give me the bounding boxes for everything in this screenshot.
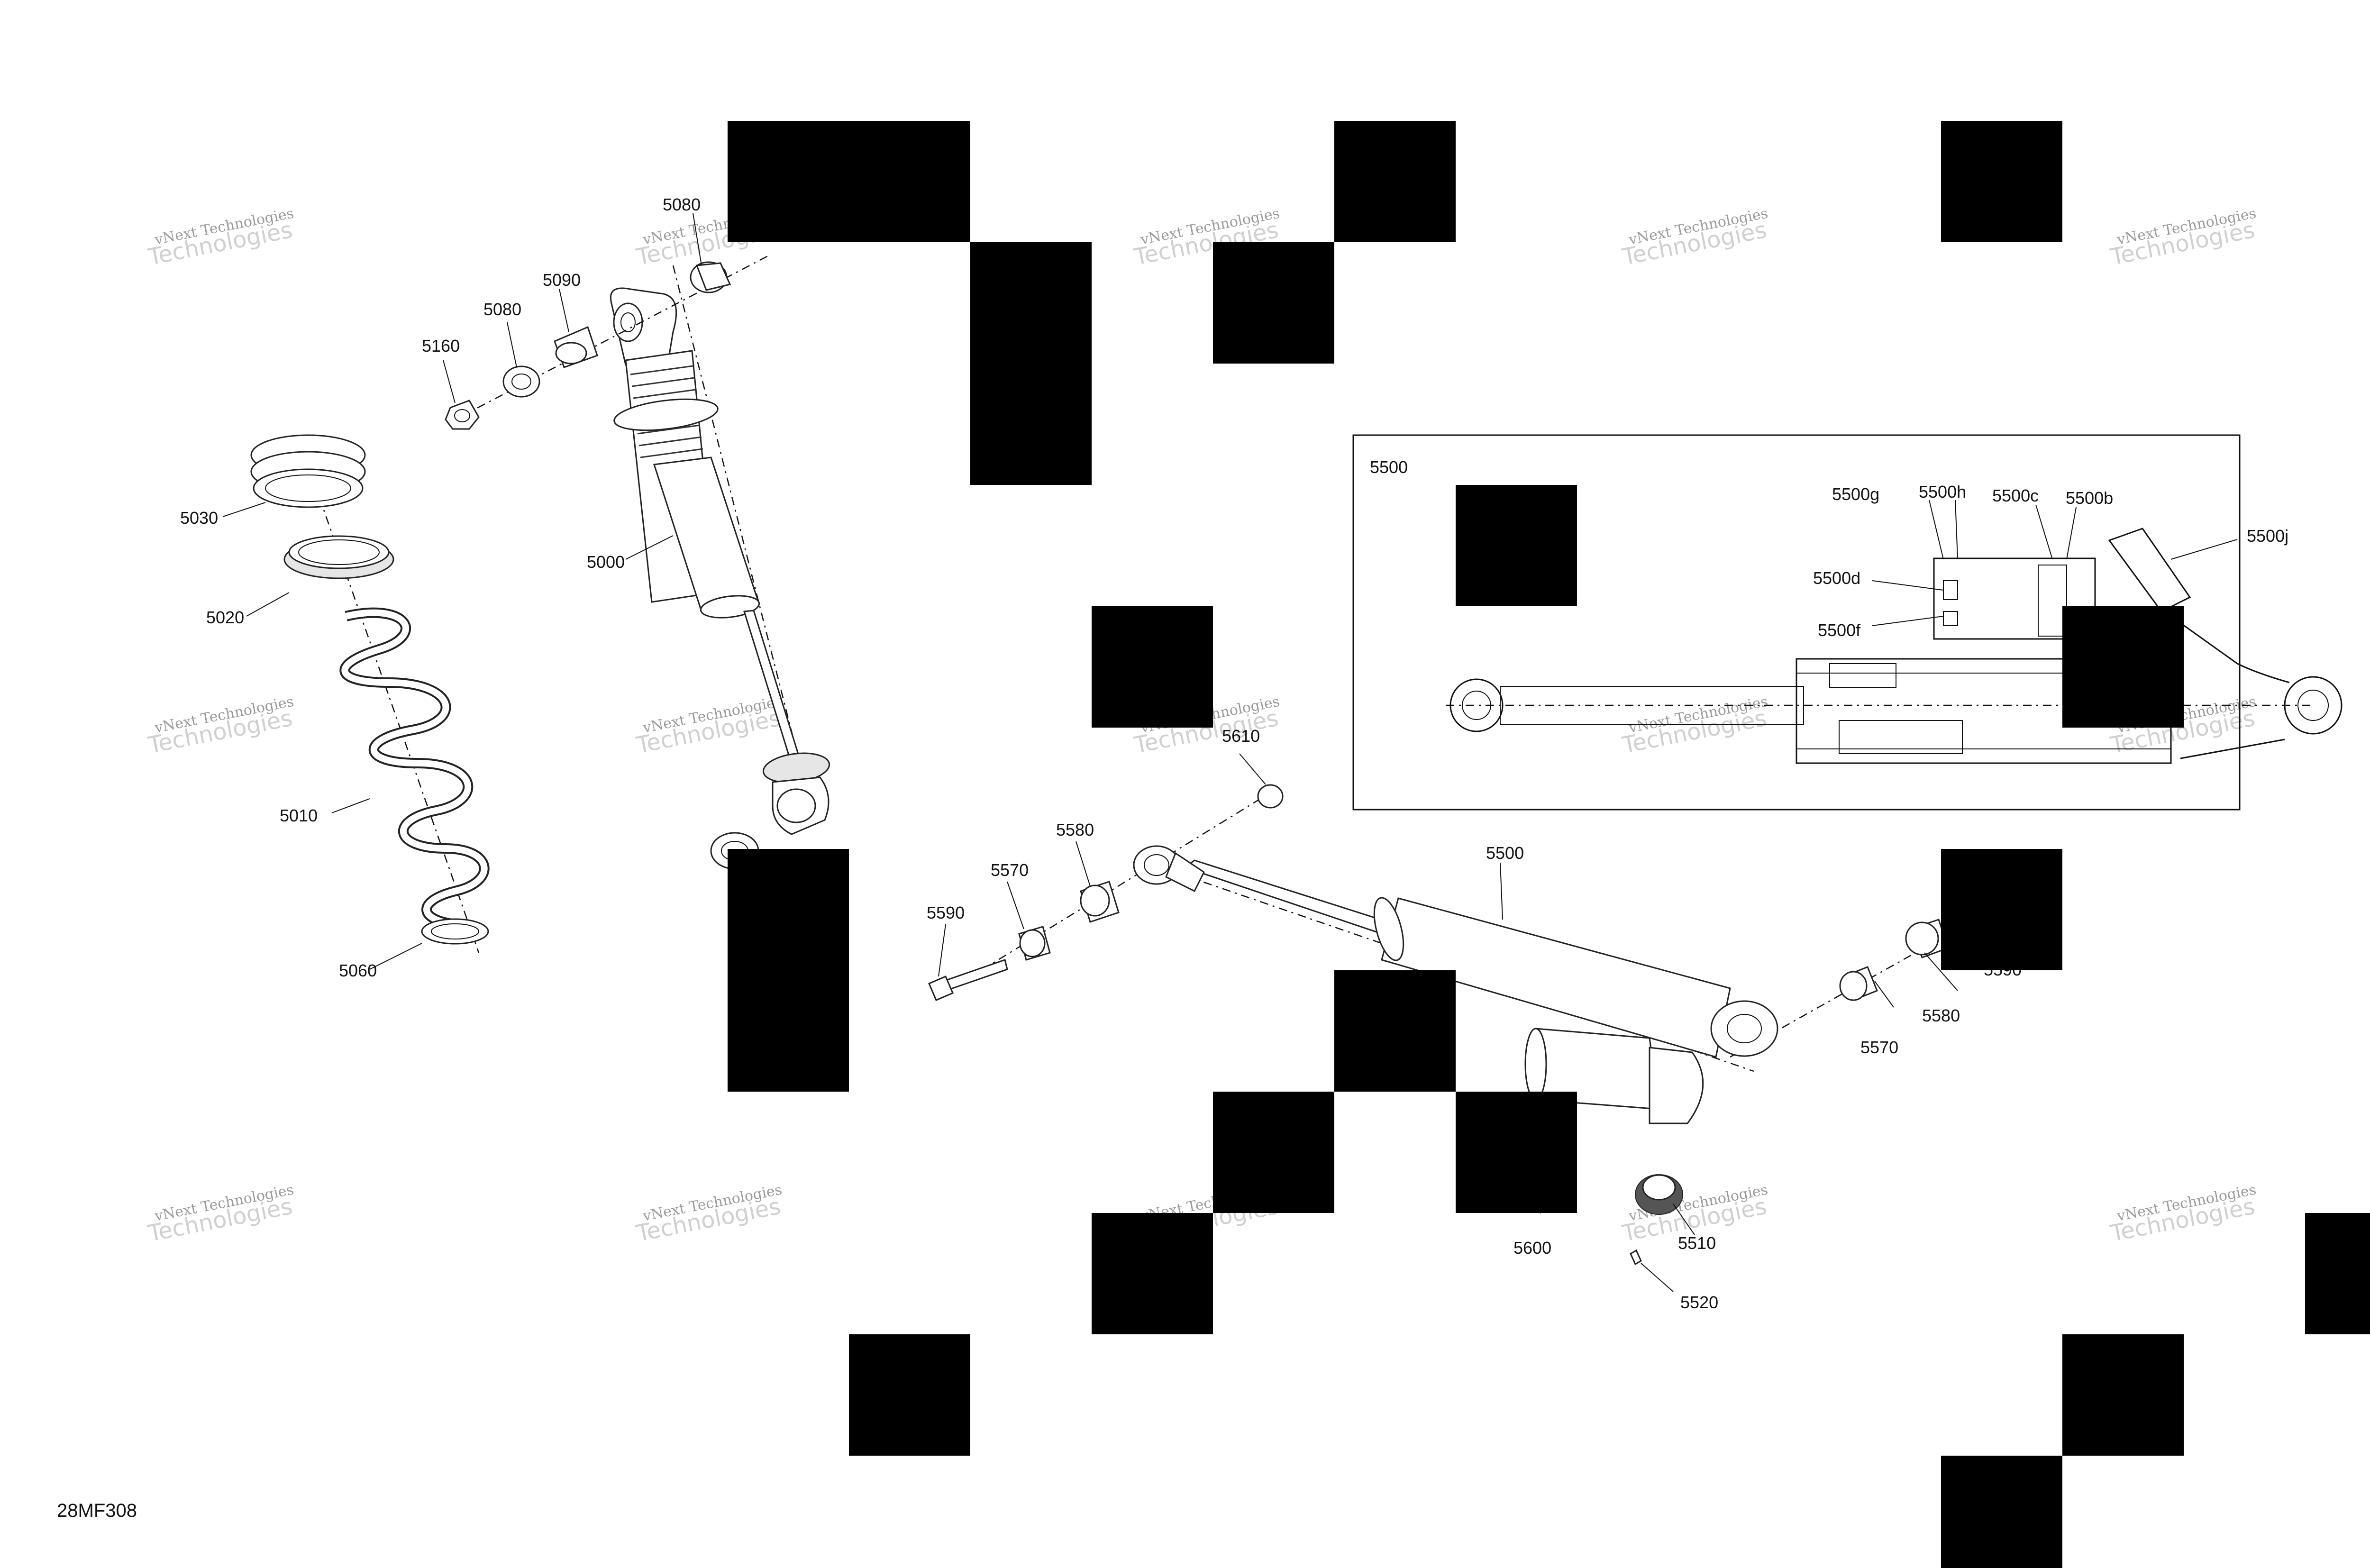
label-5600: 5600: [1513, 1238, 1551, 1258]
watermark: Technologies vNext Technologies: [634, 693, 783, 759]
label-5060: 5060: [339, 961, 377, 980]
redaction-block: [728, 121, 970, 242]
redaction-block: [1334, 121, 1456, 242]
watermark: Technologies vNext Technologies: [146, 205, 295, 271]
label-5010: 5010: [280, 806, 318, 825]
redaction-block: [1941, 849, 2062, 970]
label-5030: 5030: [180, 508, 218, 528]
redaction-block: [2305, 1213, 2370, 1334]
inset-label-5500b: 5500b: [2066, 488, 2113, 508]
label-5160: 5160: [422, 336, 460, 356]
inset-label-5500d: 5500d: [1813, 568, 1860, 588]
watermark: Technologies vNext Technologies: [1620, 205, 1769, 271]
redaction-block: [1092, 606, 1213, 728]
watermark: Technologies vNext Technologies: [1620, 693, 1769, 759]
redaction-block: [2062, 1334, 2184, 1456]
inset-label-5500f: 5500f: [1818, 620, 1861, 640]
redaction-block: [1941, 121, 2062, 242]
shock-absorber-5000: [610, 265, 830, 870]
label-5570: 5570: [991, 860, 1029, 880]
watermark: Technologies vNext Technologies: [634, 1182, 783, 1247]
drawing-id: 28MF308: [57, 1500, 137, 1521]
label-5520: 5520: [1680, 1293, 1718, 1312]
inset-label-5500j: 5500j: [2247, 526, 2288, 546]
label-5570: 5570: [1860, 1038, 1898, 1057]
watermark: Technologies vNext Technologies: [146, 693, 295, 759]
steering-damper-5500: [928, 784, 1958, 1266]
redaction-block: [1941, 1456, 2062, 1568]
redaction-block: [1213, 1092, 1334, 1213]
redaction-block: [1456, 485, 1577, 606]
label-5580: 5580: [1056, 820, 1094, 839]
inset-label-5500g: 5500g: [1832, 484, 1879, 504]
label-5020: 5020: [206, 608, 244, 627]
redaction-block: [728, 849, 849, 1092]
label-5000: 5000: [587, 552, 625, 572]
watermark: Technologies vNext Technologies: [2108, 1182, 2257, 1247]
redaction-block: [1213, 242, 1334, 364]
part-labels: 5080 5090 5080 5160 5030 5000 5020 5010 …: [180, 195, 2288, 1312]
redaction-block: [1334, 970, 1456, 1092]
inset-label-5500c: 5500c: [1992, 486, 2039, 505]
label-5580: 5580: [1922, 1006, 1960, 1025]
redaction-block: [849, 1334, 970, 1456]
inset-title: 5500: [1370, 457, 1408, 477]
redaction-block: [1092, 1213, 1213, 1334]
redaction-blocks: [728, 121, 2370, 1568]
watermark: Technologies vNext Technologies: [146, 1182, 295, 1247]
label-5090: 5090: [543, 270, 581, 290]
label-5080: 5080: [483, 300, 521, 319]
redaction-block: [1456, 1092, 1577, 1213]
spring-assembly: [250, 434, 490, 953]
redaction-block: [970, 242, 1092, 485]
top-hardware: [445, 255, 768, 430]
label-5590: 5590: [927, 903, 965, 922]
watermark: Technologies vNext Technologies: [2108, 205, 2257, 271]
label-5510: 5510: [1678, 1233, 1716, 1253]
spring-coils: [339, 607, 490, 930]
label-5610: 5610: [1222, 726, 1260, 746]
label-5080: 5080: [663, 195, 701, 214]
inset-label-5500h: 5500h: [1919, 482, 1966, 501]
label-5500: 5500: [1486, 843, 1524, 863]
redaction-block: [2062, 606, 2184, 728]
